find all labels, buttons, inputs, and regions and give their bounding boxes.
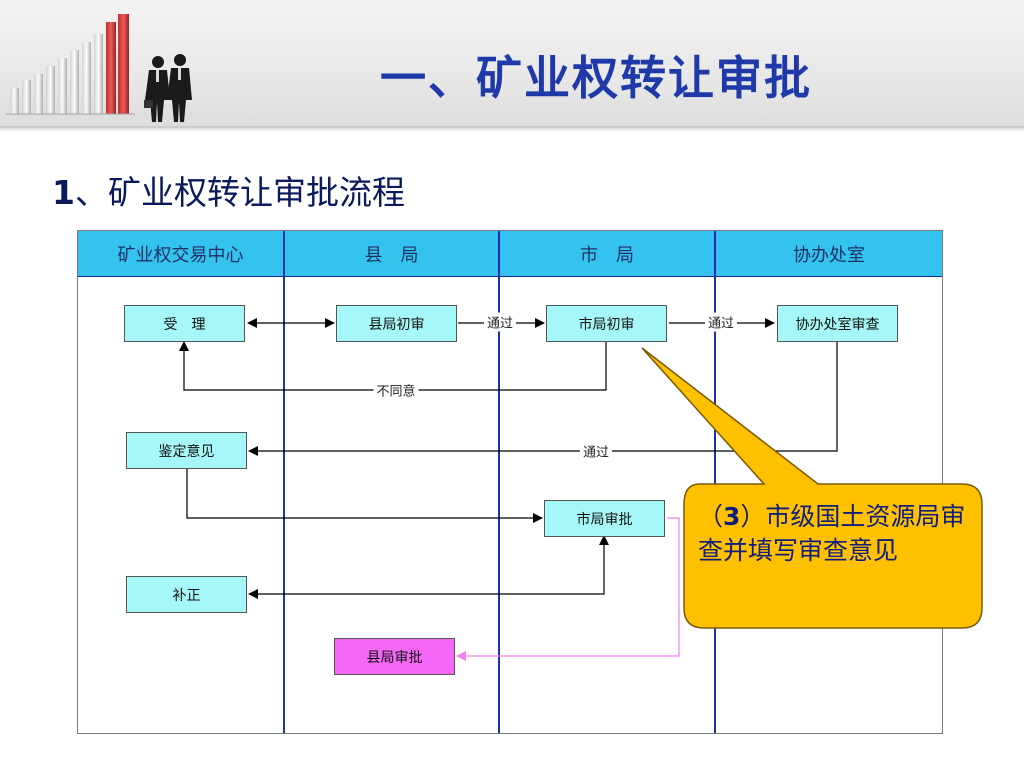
lane-header-trading-center: 矿业权交易中心: [78, 231, 283, 277]
lane-divider: [498, 231, 500, 733]
lane-divider: [714, 231, 716, 733]
callout-text: （3）市级国土资源局审查并填写审查意见: [698, 500, 970, 568]
flow-connectors: [179, 318, 838, 661]
callout-body: ）市级国土资源局审查并填写审查意见: [698, 502, 966, 565]
node-city-approval: 市局审批: [544, 500, 665, 537]
node-appraisal-opinion: 鉴定意见: [126, 432, 247, 469]
callout-shape: [641, 347, 983, 629]
callout-number: 3: [723, 502, 741, 531]
subtitle-text: 、矿业权转让审批流程: [74, 173, 405, 212]
slide-header: [0, 0, 1024, 128]
edge-city-approval-to-supplement: [248, 589, 605, 599]
header-rule: [78, 276, 942, 277]
lane-divider: [283, 231, 285, 733]
lane-header-city-bureau: 市 局: [500, 231, 714, 277]
slide-title: 一、矿业权转让审批: [380, 51, 812, 105]
edge-label-pass: 通过: [579, 441, 613, 461]
callout-open-paren: （: [698, 502, 724, 531]
node-county-initial-review: 县局初审: [336, 305, 457, 342]
node-supplement: 补正: [126, 576, 247, 613]
node-county-approval: 县局审批: [334, 638, 455, 675]
section-subtitle: 1、矿业权转让审批流程: [52, 166, 405, 214]
node-city-initial-review: 市局初审: [546, 305, 667, 342]
edge-label-pass: 通过: [704, 312, 738, 332]
edge-city-approval-to-county-approval: [456, 517, 680, 661]
node-cooperating-office-review: 协办处室审查: [777, 305, 898, 342]
edge-appraisal-to-city-approval: [186, 469, 543, 523]
edge-cooperate-to-appraisal: [248, 341, 838, 456]
header-shadow: [0, 126, 1024, 132]
node-accept: 受 理: [124, 305, 245, 342]
subtitle-number: 1: [52, 173, 75, 212]
edge-label-disagree: 不同意: [373, 380, 419, 400]
swimlane-flowchart: 矿业权交易中心 县 局 市 局 协办处室 受: [77, 230, 943, 734]
lane-header-cooperating-office: 协办处室: [716, 231, 942, 277]
edge-label-pass: 通过: [483, 312, 517, 332]
lane-header-county-bureau: 县 局: [285, 231, 498, 277]
business-logo-icon: [6, 14, 192, 122]
